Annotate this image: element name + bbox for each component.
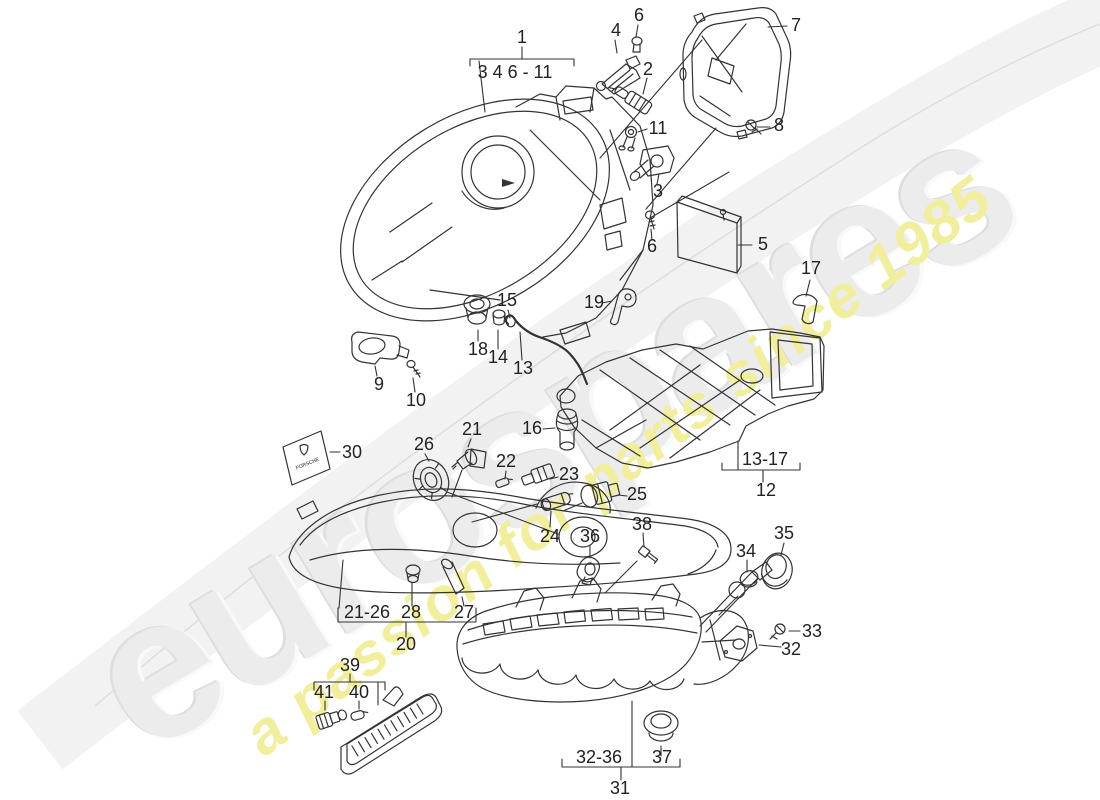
part-bulb-22-drawing [495, 476, 513, 488]
part-badge-card-drawing [283, 431, 330, 485]
part-label-10[interactable]: 10 [406, 390, 426, 410]
part-label-16[interactable]: 16 [522, 418, 542, 438]
part-grommet-28-drawing [406, 565, 420, 583]
part-label-26[interactable]: 26 [414, 434, 434, 454]
part-seal-ring-drawing [407, 454, 455, 506]
part-label-27[interactable]: 27 [454, 602, 474, 622]
part-grommet-18-drawing [464, 295, 490, 324]
part-label-18[interactable]: 18 [468, 339, 488, 359]
part-label-6-top[interactable]: 6 [634, 5, 644, 25]
part-label-38[interactable]: 38 [632, 514, 652, 534]
part-tray-drawing [557, 329, 824, 468]
part-label-22[interactable]: 22 [496, 451, 516, 471]
part-label-33[interactable]: 33 [802, 621, 822, 641]
part-headlamp-unit-drawing [301, 53, 653, 366]
part-label-11[interactable]: 11 [649, 118, 668, 138]
badge-text: PORSCHE [295, 456, 321, 471]
part-bulb-40-drawing [350, 709, 369, 721]
part-socket-25-drawing [579, 478, 621, 509]
part-label-28[interactable]: 28 [401, 602, 421, 622]
part-label-5[interactable]: 5 [758, 234, 768, 254]
part-label-40[interactable]: 40 [349, 682, 369, 702]
part-screw-top-drawing [632, 37, 642, 52]
part-control-module-drawing [677, 196, 741, 273]
part-screw-33-drawing [770, 624, 785, 639]
part-label-23[interactable]: 23 [559, 464, 579, 484]
part-lower-lamp-drawing [457, 562, 772, 702]
part-bulb-24-drawing [540, 490, 576, 512]
part-bulb-21-drawing [452, 448, 486, 469]
part-screw-10-drawing [407, 361, 420, 378]
part-labels: 1 3 4 6 - 11 6 4 2 7 11 8 3 6 5 17 19 15… [295, 5, 822, 798]
part-rod-27-drawing [440, 557, 464, 594]
part-side-marker-drawing [341, 687, 442, 774]
part-grommet-37-drawing [644, 711, 678, 741]
part-clip-19-drawing [611, 289, 637, 325]
part-label-31[interactable]: 31 [610, 778, 630, 798]
part-label-36[interactable]: 36 [580, 526, 600, 546]
group-label-3-4-6-11[interactable]: 3 4 6 - 11 [478, 62, 553, 82]
part-bulb-34-drawing [729, 568, 760, 598]
part-label-20[interactable]: 20 [396, 634, 416, 654]
part-sleeve-14-drawing [493, 310, 505, 325]
part-label-8[interactable]: 8 [774, 115, 784, 135]
part-bulb-socket-11-drawing [619, 127, 637, 152]
group-label-21-26[interactable]: 21-26 [344, 602, 390, 622]
porsche-crest-icon [300, 445, 308, 456]
part-label-25[interactable]: 25 [627, 484, 647, 504]
part-label-3[interactable]: 3 [653, 181, 663, 201]
part-holder-32-drawing [720, 626, 757, 661]
part-bracket-9-drawing [352, 332, 409, 364]
part-ring-35-drawing [758, 550, 796, 593]
part-label-30[interactable]: 30 [342, 442, 362, 462]
part-label-21[interactable]: 21 [462, 419, 482, 439]
group-label-32-36[interactable]: 32-36 [576, 747, 622, 767]
part-label-9[interactable]: 9 [374, 374, 384, 394]
part-label-39[interactable]: 39 [340, 655, 360, 675]
part-label-12[interactable]: 12 [756, 480, 776, 500]
swoosh-line [94, 23, 1100, 707]
part-label-34[interactable]: 34 [736, 541, 756, 561]
part-label-7[interactable]: 7 [791, 15, 801, 35]
part-rod-13-drawing [506, 315, 588, 384]
part-bulb-3-drawing [629, 146, 674, 182]
part-bulb-h7-drawing [608, 80, 653, 115]
part-screw-38-drawing [638, 546, 659, 565]
part-label-13[interactable]: 13 [513, 358, 533, 378]
part-housing-cover-drawing [680, 8, 791, 139]
part-label-15[interactable]: 15 [497, 290, 517, 310]
part-label-17[interactable]: 17 [801, 258, 821, 278]
part-socket-23-drawing [520, 463, 555, 487]
part-label-14[interactable]: 14 [488, 347, 508, 367]
part-label-6-module[interactable]: 6 [647, 236, 657, 256]
part-label-1[interactable]: 1 [517, 27, 527, 47]
part-screw-8-drawing [746, 120, 761, 134]
part-bellows-drawing [556, 409, 577, 450]
part-front-lamp-drawing [289, 482, 731, 593]
part-label-37[interactable]: 37 [652, 747, 672, 767]
part-label-32[interactable]: 32 [781, 639, 801, 659]
group-label-13-17[interactable]: 13-17 [742, 449, 788, 469]
leader-lines [314, 25, 810, 780]
orientation-arrow [502, 179, 515, 187]
part-clip-17-drawing [793, 294, 817, 323]
part-adjuster-drawing [597, 56, 641, 94]
part-label-19[interactable]: 19 [584, 292, 604, 312]
part-label-41[interactable]: 41 [314, 682, 334, 702]
part-label-2[interactable]: 2 [643, 59, 653, 79]
part-bulb-holder-41-drawing [315, 707, 348, 730]
part-label-35[interactable]: 35 [774, 523, 794, 543]
part-label-24[interactable]: 24 [540, 526, 560, 546]
part-label-4[interactable]: 4 [611, 20, 621, 40]
